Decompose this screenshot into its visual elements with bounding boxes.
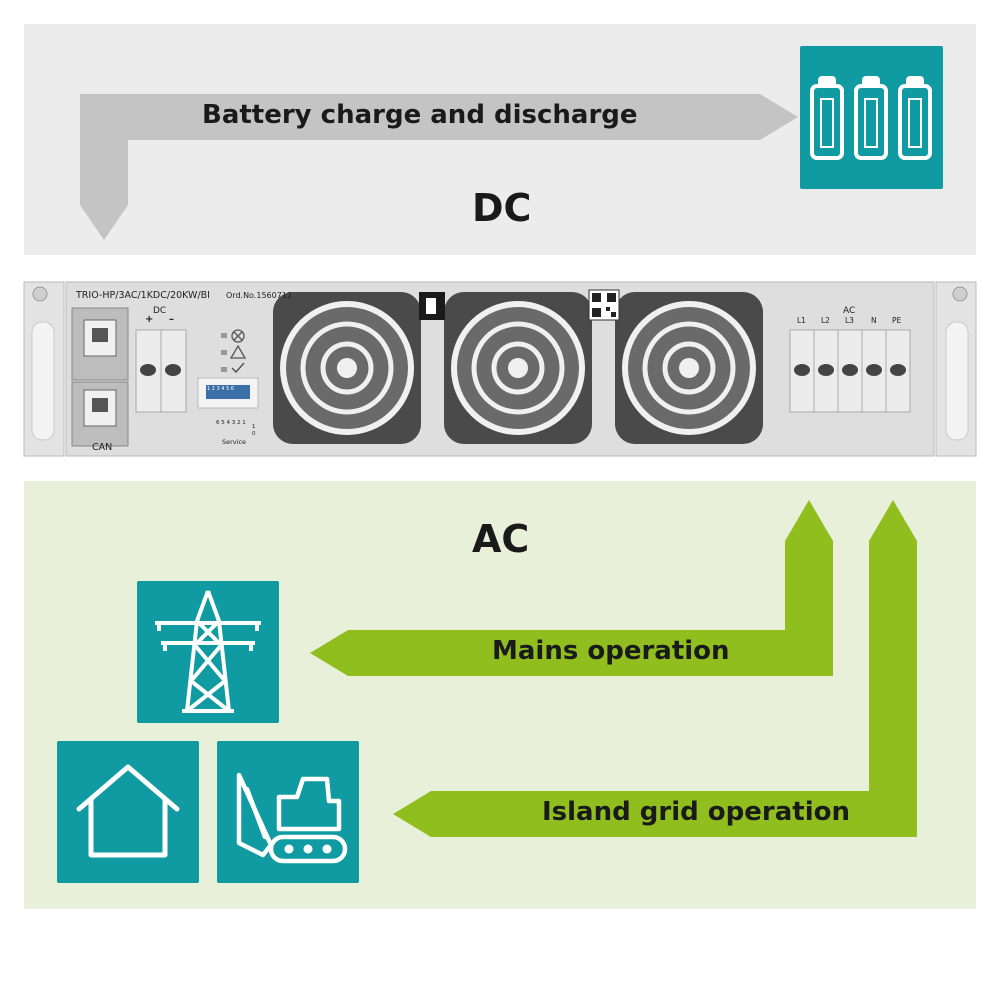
mains-flow-arrow xyxy=(310,500,833,676)
fan-icon xyxy=(273,292,421,444)
dc-plus-label: + xyxy=(145,314,154,325)
construction-tile xyxy=(217,741,359,883)
can-port-label: CAN xyxy=(92,442,113,453)
terminal-l2: L2 xyxy=(821,316,830,325)
mains-operation-label: Mains operation xyxy=(492,636,730,666)
terminal-pe: PE xyxy=(892,316,902,325)
ac-title: AC xyxy=(472,517,530,561)
terminal-l1: L1 xyxy=(797,316,806,325)
power-pylon-icon xyxy=(155,590,261,713)
ac-terminal-label: AC xyxy=(843,306,856,316)
battery-tile xyxy=(800,46,943,189)
battery-flow-label: Battery charge and discharge xyxy=(202,100,638,130)
island-grid-label: Island grid operation xyxy=(542,797,850,827)
device-order-number: Ord.No.1560712 xyxy=(226,291,292,300)
terminal-l3: L3 xyxy=(845,316,854,325)
power-grid-tile xyxy=(137,581,279,723)
house-tile xyxy=(57,741,199,883)
fan-icon xyxy=(444,292,592,444)
excavator-icon xyxy=(236,772,348,864)
battery-icon xyxy=(810,76,932,160)
dip-zero-label: 0 xyxy=(252,431,256,437)
island-flow-arrow xyxy=(393,500,917,837)
dip-one-label: 1 xyxy=(252,424,256,430)
dc-terminal-label: DC xyxy=(153,306,167,316)
service-label: Service xyxy=(222,438,247,446)
dc-minus-label: – xyxy=(169,314,174,325)
dc-title: DC xyxy=(472,186,532,230)
device-model: TRIO-HP/3AC/1KDC/20KW/BI xyxy=(76,290,210,301)
terminal-n: N xyxy=(871,316,877,325)
house-icon xyxy=(76,764,180,858)
inverter-device xyxy=(23,281,977,457)
fan-icon xyxy=(615,292,763,444)
battery-flow-arrow xyxy=(80,94,798,240)
dip-numbers-inner: 1 2 3 4 5 6 xyxy=(207,386,235,392)
dip-numbers-top: 6 5 4 3 2 1 xyxy=(216,420,246,426)
